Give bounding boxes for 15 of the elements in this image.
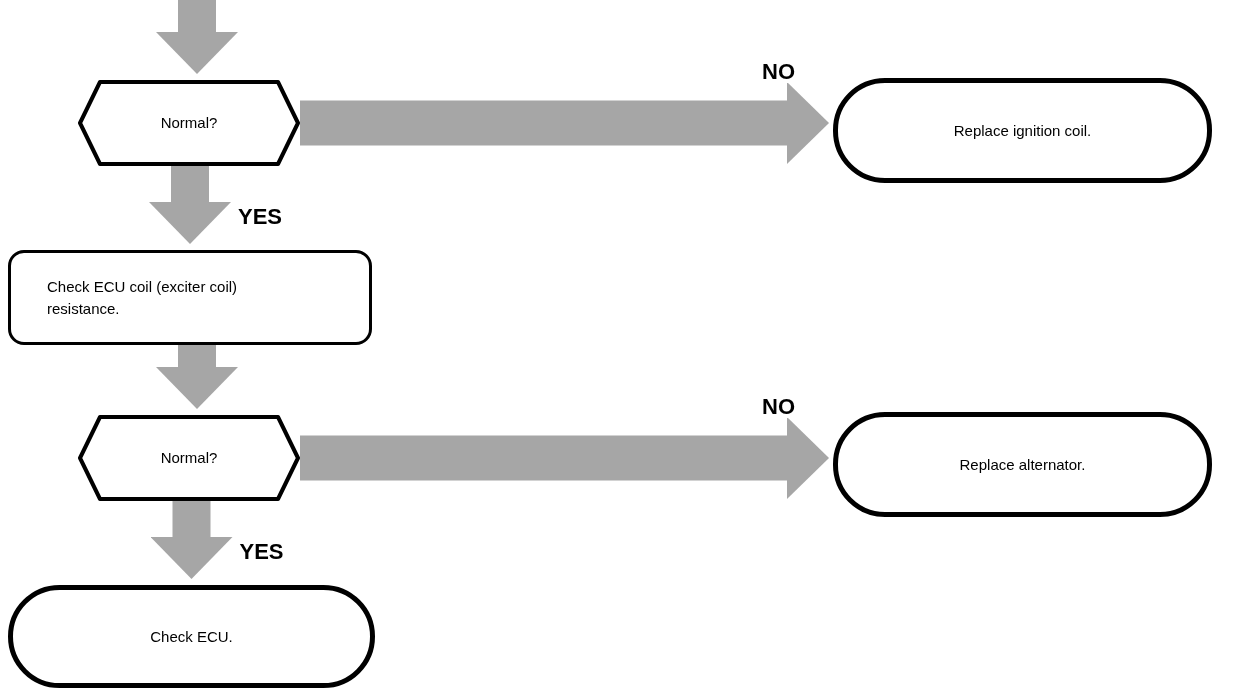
arrow bbox=[149, 166, 231, 244]
node-text: Normal? bbox=[160, 448, 218, 469]
arrow bbox=[150, 501, 233, 579]
arrow bbox=[156, 0, 238, 74]
arrow bbox=[300, 82, 829, 164]
process-box bbox=[8, 250, 372, 345]
node-text: Normal? bbox=[160, 113, 218, 134]
decision-hexagon bbox=[78, 80, 300, 166]
node-text: Check ECU. bbox=[150, 626, 233, 647]
arrow bbox=[300, 417, 829, 499]
node-text: Check ECU coil (exciter coil) resistance. bbox=[47, 276, 239, 319]
arrow bbox=[156, 345, 238, 409]
decision-hexagon bbox=[78, 415, 300, 501]
node-text: Replace alternator. bbox=[959, 454, 1086, 475]
node-text: Replace ignition coil. bbox=[953, 120, 1092, 141]
